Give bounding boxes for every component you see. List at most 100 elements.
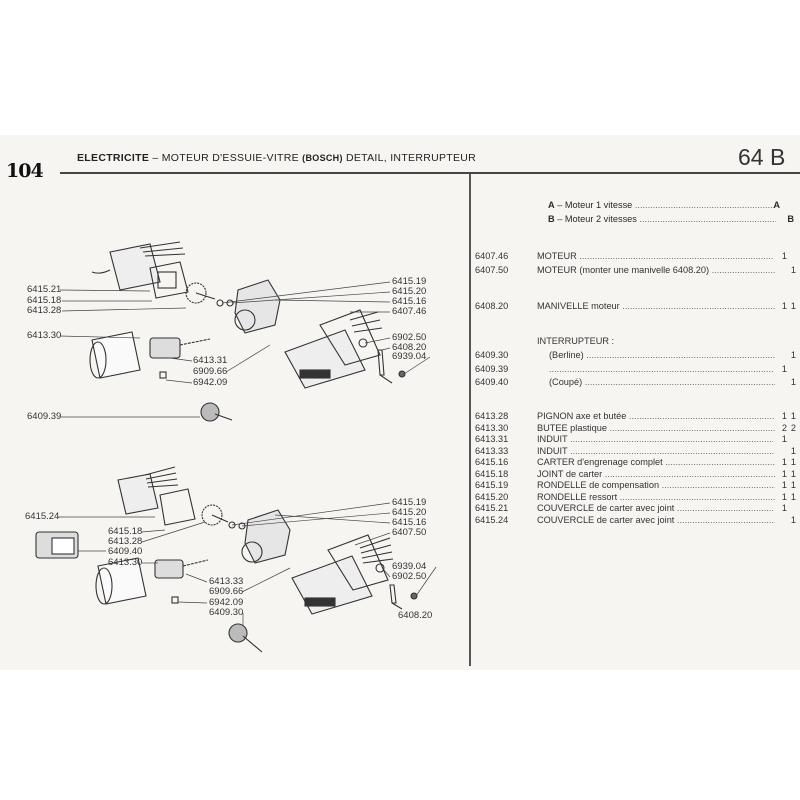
callout-6942-09: 6942.09 [209,597,244,608]
qty-b: 1 [790,265,796,275]
diagram-a-drawing [89,241,406,422]
part-designation: MOTEUR [537,250,773,262]
callout-6413-30: 6413.30 [27,330,62,341]
callout-6408-20: 6408.20 [392,342,427,353]
callout-6415-19: 6415.19 [392,276,427,287]
part-ref: 6408.20 [475,301,509,311]
qty-a: 1 [781,411,787,421]
qty-b: 1 [790,301,796,311]
callout-6407-50: 6407.50 [392,527,427,538]
heading-label: INTERRUPTEUR : [537,336,615,346]
part-designation [549,363,773,375]
callout-6413-28: 6413.28 [27,305,62,316]
callout-6413-31: 6413.31 [193,355,228,366]
part-ref: 6409.30 [475,350,509,360]
qty-b: 1 [790,457,796,467]
part-designation: PIGNON axe et butée [537,410,775,422]
title-prefix: ELECTRICITE [77,152,150,164]
callout-6902-50: 6902.50 [392,571,427,582]
part-designation: COUVERCLE de carter avec joint [537,514,775,526]
legend-label: – Moteur 1 vitesse [557,200,633,210]
callout-6413-28: 6413.28 [108,536,143,547]
legend-row-a: A – Moteur 1 vitesse A [548,199,794,211]
qty-a: 1 [781,434,787,444]
legend-text: B – Moteur 2 vitesses [548,213,776,225]
section-heading: INTERRUPTEUR : [475,335,797,347]
callout-6408-20: 6408.20 [398,610,433,621]
part-ref: 6415.18 [475,469,509,479]
qty-a: 1 [781,469,787,479]
part-ref: 6415.21 [475,503,509,513]
callout-6942-09: 6942.09 [193,377,228,388]
parts-row: 6415.24 COUVERCLE de carter avec joint 1 [475,514,797,526]
qty-a: 1 [781,251,787,261]
title-brand: (BOSCH) [302,153,343,163]
part-designation: CARTER d'engrenage complet [537,456,775,468]
leader-lines [58,281,437,625]
qty-b: 1 [790,480,796,490]
part-ref: 6415.24 [475,515,509,525]
callout-6415-20: 6415.20 [392,286,427,297]
callout-6415-18: 6415.18 [108,526,143,537]
qty-a: 1 [781,480,787,490]
part-designation: INDUIT [537,445,775,457]
legend-text: A – Moteur 1 vitesse [548,199,776,211]
part-designation: (Coupé) [549,376,775,388]
header-rule [60,172,800,174]
qty-b: 2 [790,423,796,433]
legend-letter: B [548,214,555,224]
parts-row: 6409.40(Coupé)1 [475,376,797,388]
part-ref: 6415.16 [475,457,509,467]
callout-6939-04: 6939.04 [392,351,427,362]
part-ref: 6409.40 [475,377,509,387]
parts-row: 6413.33INDUIT1 [475,445,797,457]
qty-b: 1 [790,411,796,421]
parts-row: 6407.50 MOTEUR (monter une manivelle 6408… [475,264,797,276]
legend-row-b: B – Moteur 2 vitesses B [548,213,794,225]
callout-6415-16: 6415.16 [392,296,427,307]
callout-6415-20: 6415.20 [392,507,427,518]
legend-label: – Moteur 2 vitesses [557,214,637,224]
qty-a: 1 [781,492,787,502]
qty-a: 1 [781,301,787,311]
parts-row: 6413.31INDUIT1 [475,433,797,445]
part-ref: 6413.31 [475,434,509,444]
qty-a: 1 [781,364,787,374]
qty-a: 2 [781,423,787,433]
part-ref: 6413.28 [475,411,509,421]
callout-6413-30: 6413.30 [108,557,143,568]
part-ref: 6409.39 [475,364,509,374]
part-ref: 6407.46 [475,251,509,261]
callout-6939-04: 6939.04 [392,561,427,572]
part-ref: 6407.50 [475,265,509,275]
callout-6415-21: 6415.21 [27,284,62,295]
parts-row: 6413.28 PIGNON axe et butée 11 [475,410,797,422]
part-designation: (Berline) [549,349,775,361]
page-title: ELECTRICITE – MOTEUR D'ESSUIE-VITRE (BOS… [77,152,476,164]
callout-6902-50: 6902.50 [392,332,427,343]
parts-row: 6407.46 MOTEUR 1 [475,250,797,262]
part-ref: 6415.20 [475,492,509,502]
exploded-view-drawings [35,241,437,653]
part-designation: MOTEUR (monter une manivelle 6408.20) [537,264,775,276]
part-designation: JOINT de carter [537,468,775,480]
callout-6409-39: 6409.39 [27,411,62,422]
title-suffix: DETAIL, INTERRUPTEUR [342,152,477,164]
callout-6415-16: 6415.16 [392,517,427,528]
part-designation: COUVERCLE de carter avec joint [537,502,773,514]
parts-row: 6409.30 (Berline) 1 [475,349,797,361]
callout-6409-30: 6409.30 [209,607,244,618]
part-ref: 6413.30 [475,423,509,433]
part-designation: RONDELLE ressort [537,491,775,503]
qty-b: 1 [790,350,796,360]
model-logo: 104 [6,160,44,182]
diagram-b-drawing [35,466,418,653]
qty-b: 1 [790,446,796,456]
page-number: 64 B [738,144,786,170]
qty-b: 1 [790,515,796,525]
